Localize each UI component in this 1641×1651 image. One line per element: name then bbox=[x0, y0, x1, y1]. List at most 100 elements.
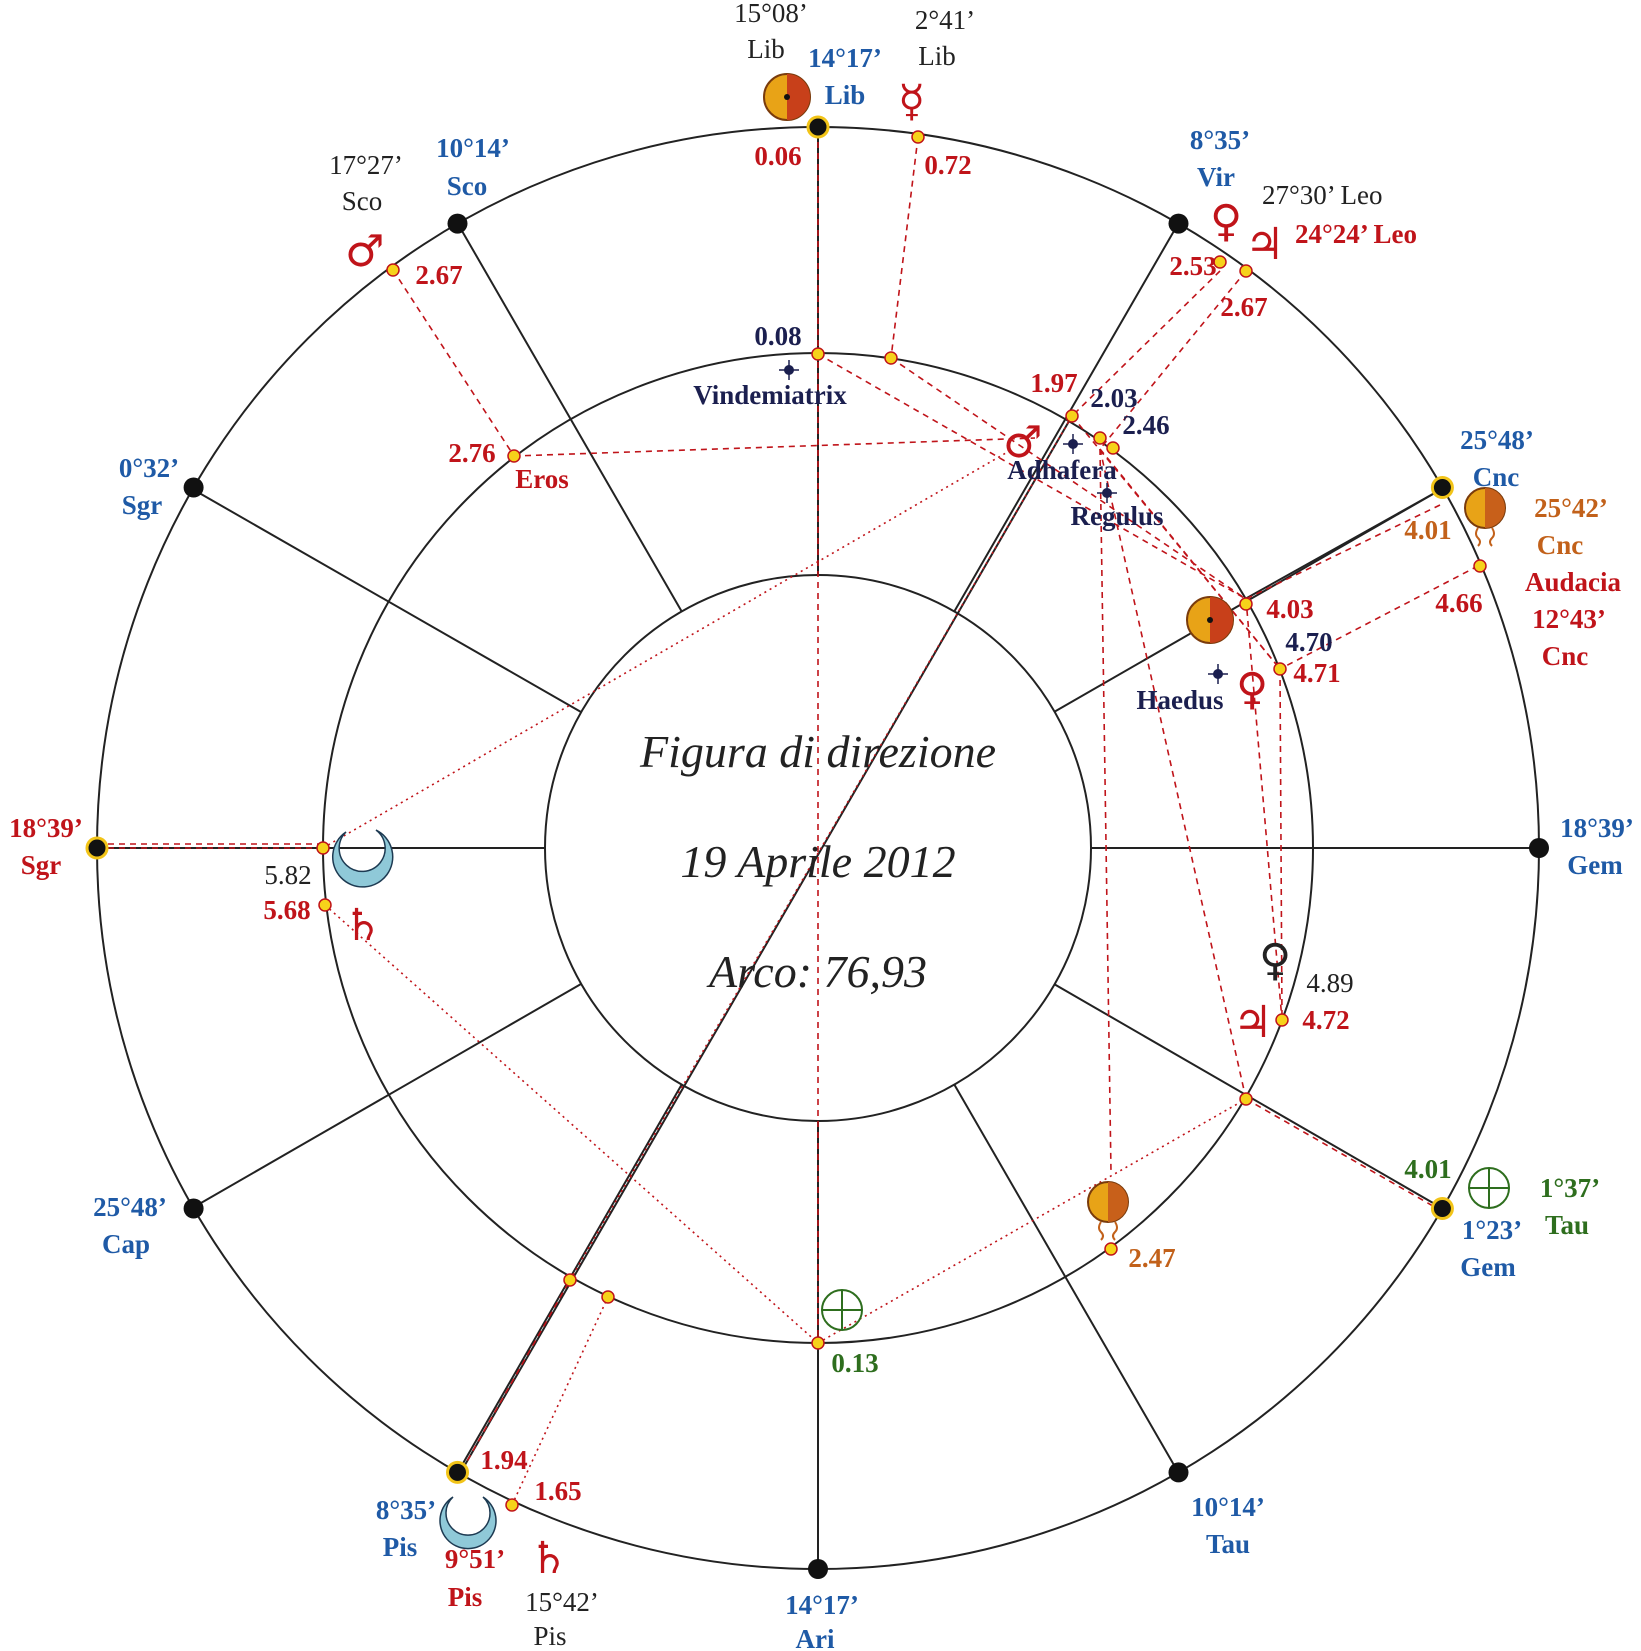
saturn-sign: Pis bbox=[533, 1621, 566, 1651]
point-sun-inner bbox=[1239, 597, 1253, 611]
center-date: 19 Aprile 2012 bbox=[680, 836, 955, 887]
cusp-label-deg: 10°14’ bbox=[436, 133, 510, 163]
cusp-label-deg: 18°39’ bbox=[9, 813, 83, 843]
point-moon-lower bbox=[563, 1273, 577, 1287]
arc-moon-natal: 5.82 bbox=[264, 860, 311, 890]
node-sign: Cnc bbox=[1537, 530, 1584, 560]
cusp-label-sign: Gem bbox=[1460, 1252, 1516, 1282]
point-fortune-inner bbox=[811, 1336, 825, 1350]
saturn-deg: 15°42’ bbox=[525, 1587, 599, 1617]
point-mercury-inner bbox=[884, 351, 898, 365]
node-right-glyph bbox=[1464, 487, 1506, 547]
point-venus-inner bbox=[1273, 662, 1287, 676]
dashed-direction-lines bbox=[97, 131, 1479, 1471]
mars-inner-glyph: ♂ bbox=[1003, 417, 1042, 468]
moon-sign: Pis bbox=[448, 1582, 483, 1612]
point-jupiter-inner bbox=[1275, 1013, 1289, 1027]
cusp-label-sign: Cnc bbox=[1473, 462, 1520, 492]
mars-deg: 17°27’ bbox=[329, 150, 403, 180]
arc-mc-top: 0.06 bbox=[754, 141, 801, 171]
cusp-marker bbox=[1168, 213, 1189, 234]
arc-venus-upper: 2.53 bbox=[1169, 251, 1216, 281]
mars-sign: Sco bbox=[342, 186, 383, 216]
mercury-glyph: ☿ bbox=[898, 76, 925, 127]
saturn-lower-glyph: ♄ bbox=[529, 1533, 568, 1584]
cusp-label-sign: Sgr bbox=[122, 490, 163, 520]
node-lower-glyph bbox=[1087, 1181, 1129, 1241]
cusp-marker bbox=[1430, 476, 1454, 499]
point-eros bbox=[507, 449, 521, 463]
cusp-markers bbox=[85, 115, 1549, 1579]
arc-mars: 2.67 bbox=[415, 260, 462, 290]
point-moon-natal bbox=[316, 841, 330, 855]
arc-saturn-lower: 1.65 bbox=[534, 1476, 581, 1506]
venus-lower-glyph: ♀ bbox=[1259, 935, 1291, 986]
jupiter-lower-glyph: ♃ bbox=[1233, 997, 1272, 1048]
star-label-eros: Eros bbox=[515, 464, 569, 494]
cusp-label-sign: Lib bbox=[825, 80, 866, 110]
fortune-inner-glyph bbox=[821, 1289, 863, 1331]
cusp-label-sign: Gem bbox=[1567, 850, 1623, 880]
point-fortune-east bbox=[1239, 1092, 1253, 1106]
mars-glyph: ♂ bbox=[345, 226, 384, 277]
dotted-direction-lines bbox=[322, 415, 1247, 1506]
point-saturn-inner bbox=[601, 1290, 615, 1304]
cusp-label-deg: 25°48’ bbox=[93, 1192, 167, 1222]
star-label-adhafera: Adhafera bbox=[1007, 455, 1117, 485]
cusp-label-sign: Sco bbox=[447, 171, 488, 201]
cusp-marker bbox=[183, 1198, 204, 1219]
cusp-label-sign: Ari bbox=[796, 1624, 835, 1651]
cusp-label-deg: 0°32’ bbox=[119, 453, 179, 483]
arc-saturn-west: 5.68 bbox=[263, 895, 310, 925]
mercury-sign: Lib bbox=[918, 41, 956, 71]
star-markers bbox=[779, 360, 1228, 684]
cusp-label-deg: 8°35’ bbox=[1190, 125, 1250, 155]
cusp-label-deg: 25°48’ bbox=[1460, 425, 1534, 455]
arc-moon-lower: 1.94 bbox=[480, 1445, 527, 1475]
cusp-label-deg: 18°39’ bbox=[1560, 813, 1634, 843]
point-mercury-outer bbox=[911, 130, 925, 144]
fortune-deg: 1°37’ bbox=[1540, 1173, 1600, 1203]
node-deg: 25°42’ bbox=[1534, 493, 1608, 523]
point-node-lower bbox=[1104, 1242, 1118, 1256]
audacia-deg: 12°43’ bbox=[1532, 604, 1606, 634]
arc-adhafera: 2.03 bbox=[1090, 383, 1137, 413]
cusp-marker bbox=[446, 1460, 469, 1484]
point-adhafera bbox=[1093, 431, 1107, 445]
sun-natal-deg: 15°08’ bbox=[734, 0, 808, 28]
cusp-marker bbox=[1168, 1462, 1189, 1483]
jupiter-dir-label: 24°24’ Leo bbox=[1295, 219, 1417, 249]
point-saturn-west bbox=[318, 898, 332, 912]
center-arc: Arco: 76,93 bbox=[706, 946, 927, 997]
solid-direction-lines bbox=[461, 415, 1441, 1471]
point-mars-outer bbox=[386, 263, 400, 277]
cusp-marker bbox=[1529, 838, 1549, 858]
cusp-marker bbox=[806, 115, 830, 139]
venus-upper-glyph: ♀ bbox=[1210, 196, 1242, 247]
cusp-marker bbox=[183, 477, 204, 498]
cusp-label-sign: Pis bbox=[383, 1532, 418, 1562]
star-label-regulus: Regulus bbox=[1070, 501, 1163, 531]
star-label-haedus: Haedus bbox=[1136, 685, 1223, 715]
audacia-sign: Cnc bbox=[1542, 641, 1589, 671]
arc-venus-inner: 4.71 bbox=[1293, 658, 1340, 688]
sun-natal-sign: Lib bbox=[747, 34, 785, 64]
point-venus-outer bbox=[1213, 255, 1227, 269]
jupiter-natal-label: 27°30’ Leo bbox=[1262, 180, 1383, 210]
moon-lower-glyph bbox=[439, 1496, 497, 1550]
arc-fortune-inner: 0.13 bbox=[831, 1348, 878, 1378]
point-vindemiatrix bbox=[811, 347, 825, 361]
arc-node: 4.01 bbox=[1404, 515, 1451, 545]
jupiter-upper-glyph: ♃ bbox=[1245, 219, 1284, 270]
fortune-sign: Tau bbox=[1545, 1210, 1589, 1240]
moon-deg: 9°51’ bbox=[445, 1544, 505, 1574]
arc-node-lower: 2.47 bbox=[1128, 1243, 1175, 1273]
point-jupiter-outer bbox=[1239, 264, 1253, 278]
cusp-label-sign: Sgr bbox=[21, 850, 62, 880]
cusp-label-deg: 14°17’ bbox=[785, 1590, 859, 1620]
audacia-name: Audacia bbox=[1525, 567, 1622, 597]
venus-inner-glyph: ♀ bbox=[1236, 664, 1268, 715]
arc-jupiter-upper: 2.67 bbox=[1220, 292, 1267, 322]
cusp-label-sign: Cap bbox=[102, 1229, 150, 1259]
